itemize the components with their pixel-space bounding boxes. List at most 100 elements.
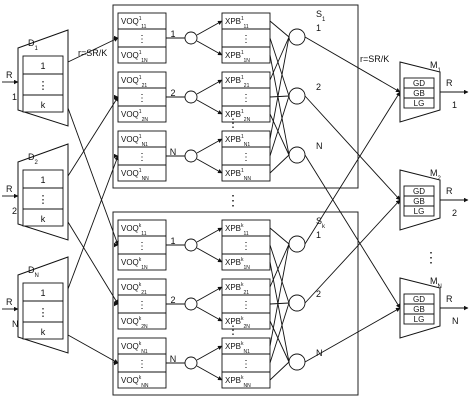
demux-to-plane-link [67,96,119,177]
node-to-xpb [196,286,223,302]
mux-name: MN [430,276,442,290]
xpb-bottom-label: XPB11N [225,50,250,64]
voq-vdots: ⋮ [137,152,147,163]
input-port-number: 1 [12,92,17,102]
output-node [288,235,306,253]
plane-vdots: ⋮ [227,323,239,337]
output-rate: R [446,294,453,304]
xpb-block [221,130,271,182]
mux-slot-label: GD [413,295,425,304]
voq-port-number: N [170,354,177,364]
xpb-vdots: ⋮ [241,241,251,252]
output-port-number: 2 [452,208,457,218]
xpb-to-output [269,302,290,305]
output-node [288,87,306,105]
plane-to-mux-link [304,199,401,304]
demux-to-plane-link [67,107,119,246]
voq-vdots: ⋮ [137,34,147,45]
output-node [288,28,306,46]
plane-output-port: N [316,348,323,358]
voq-block [117,71,167,123]
voq-block [117,130,167,182]
plane-output-port: 1 [316,23,321,33]
xpb-bottom-label: XPBk1N [225,257,250,271]
buffer-slot-label: 1 [40,175,45,185]
demux-name: D1 [28,38,39,52]
xpb-vdots: ⋮ [241,300,251,311]
mux-name: M2 [430,168,442,182]
voq-port-number: 1 [170,29,175,39]
voq-top-label: VOQ1N1 [121,134,148,148]
mux-slot-label: GD [413,187,425,196]
output-rate: R [446,186,453,196]
plane-to-mux-link [304,91,401,245]
buffer-slot-label: ⋮ [38,80,49,92]
mux-slot-label: LG [414,207,425,216]
plane-output-port: 1 [316,230,321,240]
input-port-number: N [12,319,19,329]
xpb-top-label: XPB121 [225,75,250,89]
xpb-bottom-label: XPBk2N [225,316,250,330]
xpb-to-output [269,95,290,157]
voq-block [117,12,167,64]
mux-buffer [403,293,435,325]
voq-top-label: VOQ121 [121,75,147,89]
voq-bottom-label: VOQk1N [121,257,148,271]
plane-to-mux-link [304,154,401,309]
node-to-xpb [196,79,223,95]
xpb-block [221,278,271,330]
demux-name: D2 [28,152,39,166]
node-to-xpb [196,227,223,243]
xpb-to-output [269,20,290,38]
voq-top-label: VOQk11 [121,223,147,237]
node-to-xpb [196,158,223,174]
plane-to-mux-link [304,95,401,201]
voq-vdots: ⋮ [137,359,147,370]
input-rate: R [6,184,13,194]
buffer-slot-label: k [41,327,46,337]
xpb-to-output [269,37,290,97]
plane-output-port: N [316,141,323,151]
voq-top-label: VOQ111 [121,16,147,30]
distribution-node [184,356,198,370]
mux-slot-label: LG [414,99,425,108]
mux-slot-label: GB [413,305,425,314]
mux-slot-label: GD [413,79,425,88]
demux-to-plane-link [67,155,119,290]
planes-vdots: ⋮ [226,192,240,208]
input-port-number: 2 [12,206,17,216]
xpb-top-label: XPB111 [225,16,249,30]
output-node [288,353,306,371]
xpb-block [221,219,271,271]
demux-to-plane-link [67,37,119,63]
plane-to-mux-link [304,36,401,93]
demux-buffer [22,282,64,340]
output-node [288,146,306,164]
node-to-xpb [196,99,223,115]
input-rate: R [6,70,13,80]
xpb-to-output [269,113,290,156]
voq-vdots: ⋮ [137,93,147,104]
xpb-to-output [269,36,290,140]
voq-bottom-label: VOQkNN [121,375,149,389]
plane-1: 12NS1VOQ111⋮VOQ11N1XPB111⋮XPB11NVOQ121⋮V… [117,9,326,182]
outputs-vdots: ⋮ [424,249,438,265]
voq-bottom-label: VOQ1NN [121,168,149,182]
xpb-vdots: ⋮ [241,152,251,163]
buffer-slot-label: k [41,214,46,224]
xpb-to-output [269,243,290,347]
plane-vdots: ⋮ [227,116,239,130]
node-to-xpb [196,247,223,263]
buffer-slot-label: ⋮ [38,307,49,319]
buffer-slot-label: 1 [40,288,45,298]
distribution-node [184,297,198,311]
xpb-bottom-label: XPB1NN [225,168,251,182]
node-to-xpb [196,345,223,361]
